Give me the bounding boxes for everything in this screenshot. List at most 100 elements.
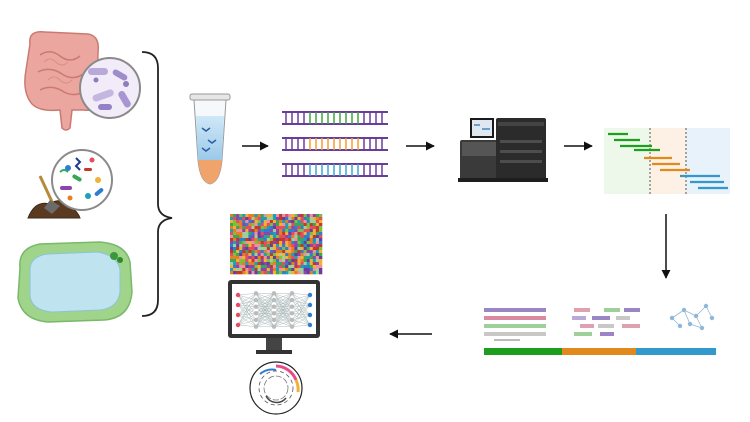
heatmap-cell <box>285 265 289 269</box>
heatmap-cell <box>245 238 249 242</box>
heatmap-cell <box>242 241 246 245</box>
heatmap-cell <box>294 265 298 269</box>
heatmap-cell <box>300 235 304 239</box>
heatmap-cell <box>279 244 283 248</box>
heatmap-cell <box>306 223 311 227</box>
heatmap-cell <box>276 253 280 257</box>
heatmap-cell <box>251 214 255 218</box>
heatmap-cell <box>288 214 292 218</box>
heatmap-cell <box>315 268 320 272</box>
heatmap-cell <box>288 247 292 251</box>
network-edge <box>291 314 311 327</box>
heatmap-cell <box>266 214 271 218</box>
heatmap-cell <box>245 214 249 218</box>
heatmap-cell <box>254 262 258 266</box>
heatmap-cell <box>300 271 304 275</box>
heatmap-cell <box>260 259 265 263</box>
heatmap-cell <box>297 226 301 230</box>
heatmap-cell <box>291 235 295 239</box>
heatmap-cell <box>312 247 317 251</box>
heatmap-cell <box>318 220 323 224</box>
heatmap-cell <box>306 226 311 230</box>
heatmap-cell <box>260 214 265 218</box>
heatmap-cell <box>260 268 265 272</box>
heatmap-cell <box>263 214 268 218</box>
heatmap-cell <box>230 241 234 245</box>
heatmap-cell <box>282 250 286 254</box>
heatmap-cell <box>318 271 323 275</box>
network-edge <box>255 319 275 327</box>
network-edge <box>291 294 311 327</box>
heatmap-cell <box>230 247 234 251</box>
heatmap-cell <box>251 232 255 236</box>
heatmap-cell <box>248 214 252 218</box>
heatmap-cell <box>315 217 320 221</box>
heatmap-cell <box>254 271 258 275</box>
heatmap-cell <box>291 250 295 254</box>
heatmap-cell <box>272 214 277 218</box>
heatmap-cell <box>279 220 283 224</box>
heatmap-cell <box>260 247 265 251</box>
heatmap-cell <box>315 226 320 230</box>
heatmap-cell <box>279 241 283 245</box>
heatmap-cell <box>263 259 268 263</box>
heatmap-cell <box>233 235 237 239</box>
heatmap-cell <box>269 244 274 248</box>
heatmap-cell <box>230 271 234 275</box>
heatmap-cell <box>242 265 246 269</box>
heatmap-cell <box>230 238 234 242</box>
heatmap-cell <box>306 244 311 248</box>
network-edge <box>291 313 311 316</box>
heatmap-cell <box>315 256 320 260</box>
heatmap-cell <box>276 268 280 272</box>
heatmap-cell <box>239 238 243 242</box>
heatmap-cell <box>248 247 252 251</box>
heatmap-cell <box>276 271 280 275</box>
heatmap-cell <box>242 268 246 272</box>
heatmap-cell <box>266 262 271 266</box>
heatmap-cell <box>248 229 252 233</box>
heatmap-cell <box>279 235 283 239</box>
heatmap-cell <box>303 265 307 269</box>
heatmap-cell <box>272 223 277 227</box>
heatmap-cell <box>248 268 252 272</box>
heatmap-cell <box>318 232 323 236</box>
heatmap-cell <box>260 256 265 260</box>
heatmap-cell <box>276 220 280 224</box>
heatmap-cell <box>291 259 295 263</box>
heatmap-cell <box>272 217 277 221</box>
heatmap-cell <box>276 238 280 242</box>
heatmap-cell <box>312 220 317 224</box>
heatmap-cell <box>260 226 265 230</box>
heatmap-cell <box>260 235 265 239</box>
heatmap-cell <box>251 238 255 242</box>
heatmap-cell <box>297 259 301 263</box>
heatmap-cell <box>315 214 320 218</box>
network-edge <box>291 313 311 326</box>
heatmap-cell <box>245 259 249 263</box>
heatmap-cell <box>233 244 237 248</box>
heatmap-cell <box>309 253 314 257</box>
heatmap-cell <box>272 235 277 239</box>
heatmap-cell <box>245 217 249 221</box>
heatmap-cell <box>263 247 268 251</box>
heatmap-cell <box>248 226 252 230</box>
network-edge <box>237 306 257 326</box>
heatmap-cell <box>297 235 301 239</box>
heatmap-cell <box>279 247 283 251</box>
heatmap-cell <box>297 265 301 269</box>
heatmap-cell <box>257 259 261 263</box>
heatmap-cell <box>263 265 268 269</box>
heatmap-cell <box>248 238 252 242</box>
heatmap-cell <box>269 223 274 227</box>
heatmap-cell <box>236 265 240 269</box>
heatmap-cell <box>239 223 243 227</box>
heatmap-cell <box>285 238 289 242</box>
heatmap-cell <box>318 241 323 245</box>
heatmap-cell <box>251 271 255 275</box>
heatmap-cell <box>248 259 252 263</box>
heatmap-cell <box>312 244 317 248</box>
heatmap-cell <box>279 253 283 257</box>
heatmap-cell <box>254 223 258 227</box>
heatmap-cell <box>276 256 280 260</box>
